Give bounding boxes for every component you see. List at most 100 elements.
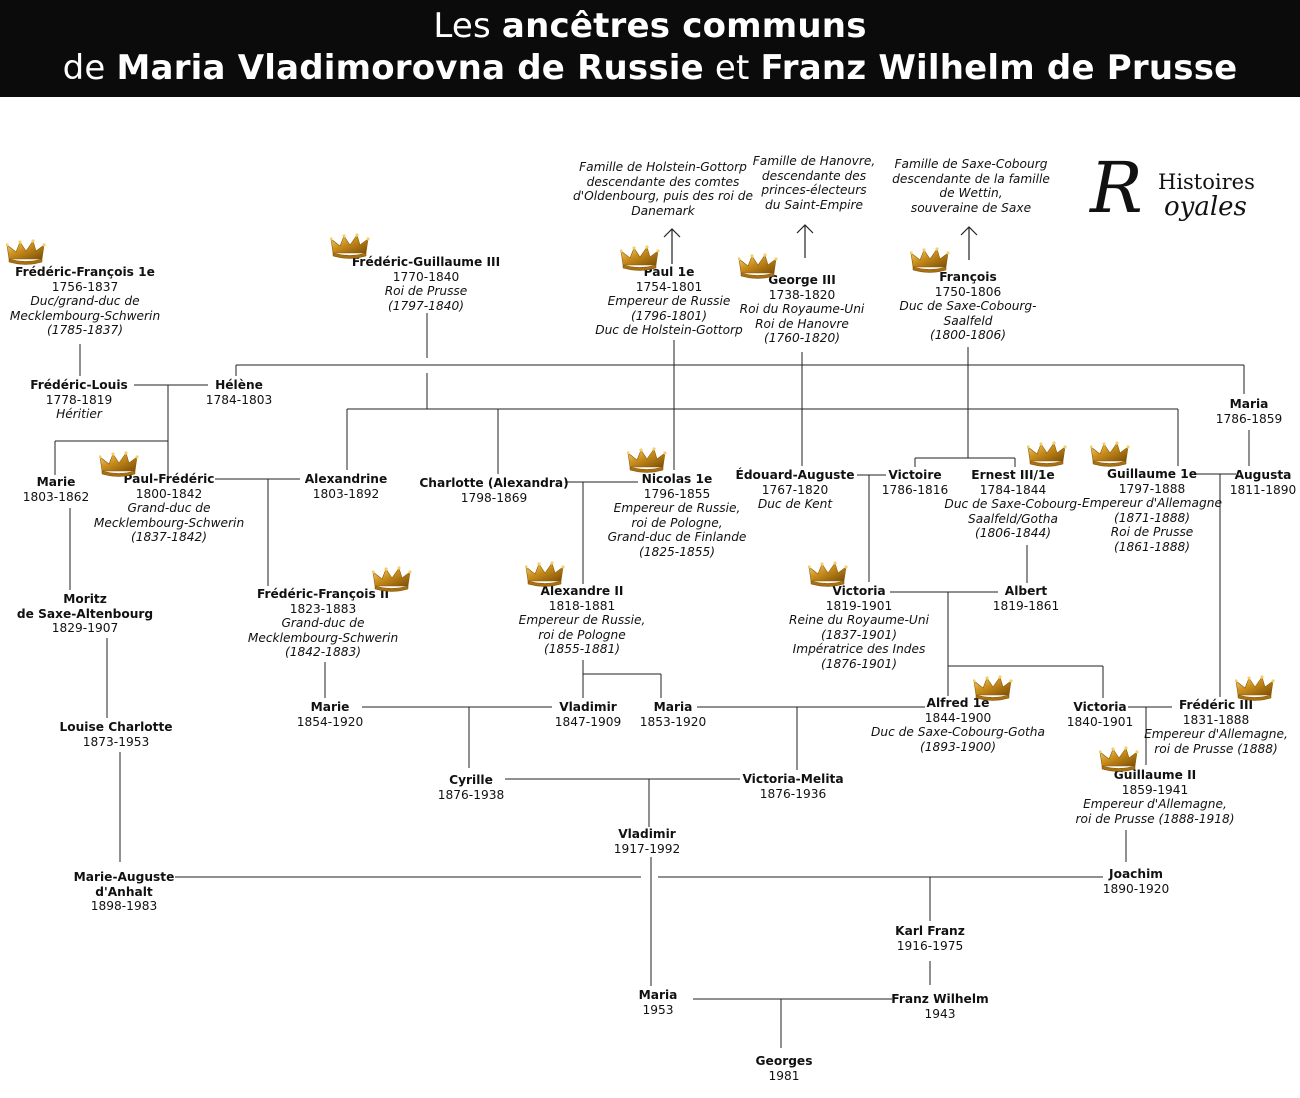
person-name: Nicolas 1e bbox=[641, 472, 713, 486]
person-name: Joachim bbox=[1109, 867, 1163, 881]
person-title: Empereur d'Allemagne, bbox=[1083, 797, 1227, 812]
person-name: Georges bbox=[755, 1054, 813, 1068]
person-name: Franz Wilhelm bbox=[891, 992, 989, 1006]
person-dates: 1847-1909 bbox=[554, 714, 622, 729]
person-name: Vladimir bbox=[618, 827, 676, 841]
person-name: Alfred 1e bbox=[926, 696, 990, 710]
person-title: (1796-1801) bbox=[631, 308, 707, 323]
crown-icon bbox=[1235, 675, 1275, 701]
crown-icon bbox=[910, 247, 950, 273]
person-title: Roi de Hanovre bbox=[755, 316, 849, 331]
note-line: Famille de Saxe-Cobourg bbox=[894, 157, 1048, 171]
person-name: Maria bbox=[638, 988, 678, 1002]
person-name: Frédéric-François 1e bbox=[15, 265, 155, 279]
person-name: Charlotte (Alexandra) bbox=[419, 476, 569, 490]
person-name: Marie bbox=[310, 700, 350, 714]
person-title: Duc/grand-duc de bbox=[30, 294, 140, 309]
title-bold-text: Franz Wilhelm de Prusse bbox=[760, 48, 1238, 88]
person-title: Empereur de Russie bbox=[607, 294, 731, 309]
person-dates: 1953 bbox=[642, 1002, 674, 1017]
person-title: Duc de Saxe-Cobourg- bbox=[944, 497, 1082, 512]
person-dates: 1853-1920 bbox=[639, 714, 707, 729]
person-title: Roi de Prusse bbox=[1110, 525, 1194, 540]
person-dates: 1819-1861 bbox=[992, 598, 1060, 613]
person-dates: 1823-1883 bbox=[289, 601, 357, 616]
note-line: d'Oldenbourg, puis des roi de bbox=[573, 189, 753, 204]
person-title: (1876-1901) bbox=[821, 656, 897, 671]
person-title: Mecklembourg-Schwerin bbox=[93, 515, 245, 530]
person-name: Maria bbox=[1229, 397, 1269, 411]
person-name: Victoria-Melita bbox=[742, 772, 844, 786]
person-name: Victoria bbox=[832, 584, 886, 598]
person-dates: 1829-1907 bbox=[51, 621, 119, 636]
crown-icon bbox=[1099, 746, 1139, 772]
person-title: (1806-1844) bbox=[975, 526, 1051, 541]
title-bold-text: ancêtres communs bbox=[501, 6, 867, 46]
arrow-up-icon bbox=[663, 228, 681, 238]
person-name: Frédéric-Louis bbox=[30, 378, 128, 392]
logo-initial: R bbox=[1090, 147, 1143, 229]
person-name: Frédéric-Guillaume III bbox=[351, 255, 501, 269]
arrow-up-icon bbox=[796, 224, 814, 234]
person-dates: 1890-1920 bbox=[1102, 881, 1170, 896]
person-name: Frédéric III bbox=[1178, 698, 1254, 712]
person-title: Duc de Saxe-Cobourg- bbox=[899, 299, 1037, 314]
person-name: Hélène bbox=[215, 378, 263, 392]
person-dates: 1756-1837 bbox=[51, 279, 119, 294]
person-title: Saalfeld bbox=[943, 313, 993, 328]
person-name: Albert bbox=[1004, 584, 1048, 598]
person-dates: 1840-1901 bbox=[1066, 714, 1134, 729]
person-dates: 1981 bbox=[768, 1068, 800, 1083]
person-title: Impératrice des Indes bbox=[792, 642, 926, 657]
crown-icon bbox=[372, 566, 412, 592]
person-name: Édouard-Auguste bbox=[735, 468, 855, 482]
title-text: et bbox=[703, 48, 761, 88]
person-dates: 1819-1901 bbox=[825, 598, 893, 613]
person-name: Victoire bbox=[888, 468, 942, 482]
person-title: (1797-1840) bbox=[388, 298, 464, 313]
crown-icon bbox=[627, 447, 667, 473]
crown-icon bbox=[525, 561, 565, 587]
person-title: (1893-1900) bbox=[920, 739, 996, 754]
note-line: descendante de la famille bbox=[892, 171, 1050, 186]
person-charlotte: Charlotte (Alexandra)1798-1869 bbox=[419, 476, 568, 505]
person-dates: 1796-1855 bbox=[643, 486, 711, 501]
person-title: Saalfeld/Gotha bbox=[968, 511, 1058, 526]
crown-icon bbox=[973, 675, 1013, 701]
connector-group bbox=[54, 313, 1250, 1048]
person-dates: 1943 bbox=[924, 1006, 956, 1021]
person-title: roi de Prusse (1888-1918) bbox=[1075, 811, 1235, 826]
person-name: Karl Franz bbox=[895, 924, 965, 938]
logo-word-royales: oyales bbox=[1164, 192, 1247, 222]
crown-icon bbox=[6, 239, 46, 265]
person-title: roi de Pologne, bbox=[631, 515, 723, 530]
person-dates: 1770-1840 bbox=[392, 269, 460, 284]
ancestry-arrows bbox=[663, 224, 978, 264]
note-hanovre: Famille de Hanovre, descendante des prin… bbox=[753, 154, 875, 212]
crown-icon bbox=[330, 233, 370, 259]
person-title: (1785-1837) bbox=[47, 323, 123, 338]
person-dates: 1750-1806 bbox=[934, 284, 1002, 299]
person-name: Victoria bbox=[1073, 700, 1127, 714]
